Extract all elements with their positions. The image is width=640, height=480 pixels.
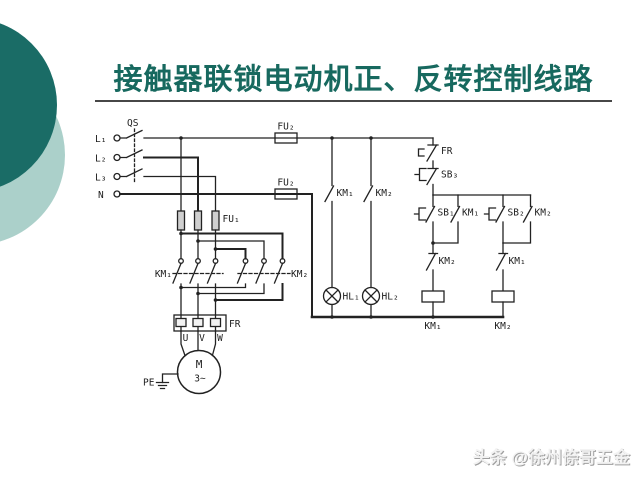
label-km1-aux: KM₁ bbox=[462, 208, 479, 219]
phase-wires bbox=[119, 136, 434, 318]
label-fu2-n: FU₂ bbox=[277, 178, 294, 189]
label-hl1: HL₁ bbox=[343, 292, 360, 303]
fr-overload-block: FR bbox=[173, 314, 241, 332]
label-sb1: SB₁ bbox=[438, 208, 455, 219]
label-km2-interlock: KM₂ bbox=[439, 256, 456, 267]
label-km2-coil: KM₂ bbox=[494, 321, 511, 332]
lamp-branch-hl1: KM₁ HL₁ bbox=[322, 136, 360, 319]
motor: U V W M 3~ bbox=[176, 330, 223, 395]
page-title: 接触器联锁电动机正、反转控制线路 bbox=[95, 56, 612, 98]
forward-branch: SB₁ KM₁ KM₂ KM₁ bbox=[413, 194, 532, 332]
label-km1-interlock: KM₁ bbox=[509, 256, 526, 267]
label-fr-contact: FR bbox=[441, 146, 453, 157]
label-sb3: SB₃ bbox=[441, 170, 458, 181]
label-fr-block: FR bbox=[229, 319, 241, 330]
label-sb2: SB₂ bbox=[508, 208, 525, 219]
control-branch-protection: FR SB₃ bbox=[414, 137, 458, 196]
label-pe: PE bbox=[143, 378, 155, 389]
page-title-text: 接触器联锁电动机正、反转控制线路 bbox=[113, 64, 594, 96]
fuse-fu2-top: FU₂ bbox=[274, 122, 298, 144]
qs-switch: QS bbox=[119, 118, 143, 184]
fuse-fu2-neutral: FU₂ bbox=[274, 178, 298, 200]
km1-main-contacts: KM₁ bbox=[155, 258, 224, 284]
label-v: V bbox=[199, 333, 205, 344]
supply-terminals: L₁ L₂ L₃ N bbox=[95, 134, 121, 201]
watermark: 头条 @徐州倷哥五金 bbox=[472, 448, 630, 467]
label-km2-main: KM₂ bbox=[291, 269, 308, 280]
km2-main-contacts: KM₂ bbox=[236, 258, 308, 284]
lamp-branch-hl2: KM₂ HL₂ bbox=[361, 136, 399, 319]
label-l2: L₂ bbox=[95, 154, 106, 165]
fuses-fu1: FU₁ bbox=[176, 210, 240, 231]
motor-m-label: M bbox=[196, 358, 203, 371]
label-l1: L₁ bbox=[95, 134, 106, 145]
label-fu2-top: FU₂ bbox=[277, 122, 294, 133]
label-u: U bbox=[183, 333, 189, 344]
crossover-wiring bbox=[179, 229, 284, 260]
label-hl2: HL₂ bbox=[382, 292, 399, 303]
label-km2-aux: KM₂ bbox=[535, 208, 552, 219]
label-km1-main: KM₁ bbox=[155, 269, 172, 280]
label-km2-lamp-contact: KM₂ bbox=[376, 188, 393, 199]
label-qs: QS bbox=[127, 118, 139, 129]
pe-ground: PE bbox=[143, 373, 179, 390]
title-underline bbox=[95, 100, 612, 102]
label-n: N bbox=[98, 190, 104, 201]
label-km1-coil: KM₁ bbox=[424, 321, 441, 332]
reverse-branch: SB₂ KM₂ KM₁ KM₂ bbox=[483, 194, 552, 332]
label-fu1: FU₁ bbox=[223, 214, 240, 225]
label-l3: L₃ bbox=[95, 173, 106, 184]
label-w: W bbox=[217, 333, 223, 344]
label-km1-lamp-contact: KM₁ bbox=[337, 188, 354, 199]
motor-phase-label: 3~ bbox=[194, 374, 206, 385]
